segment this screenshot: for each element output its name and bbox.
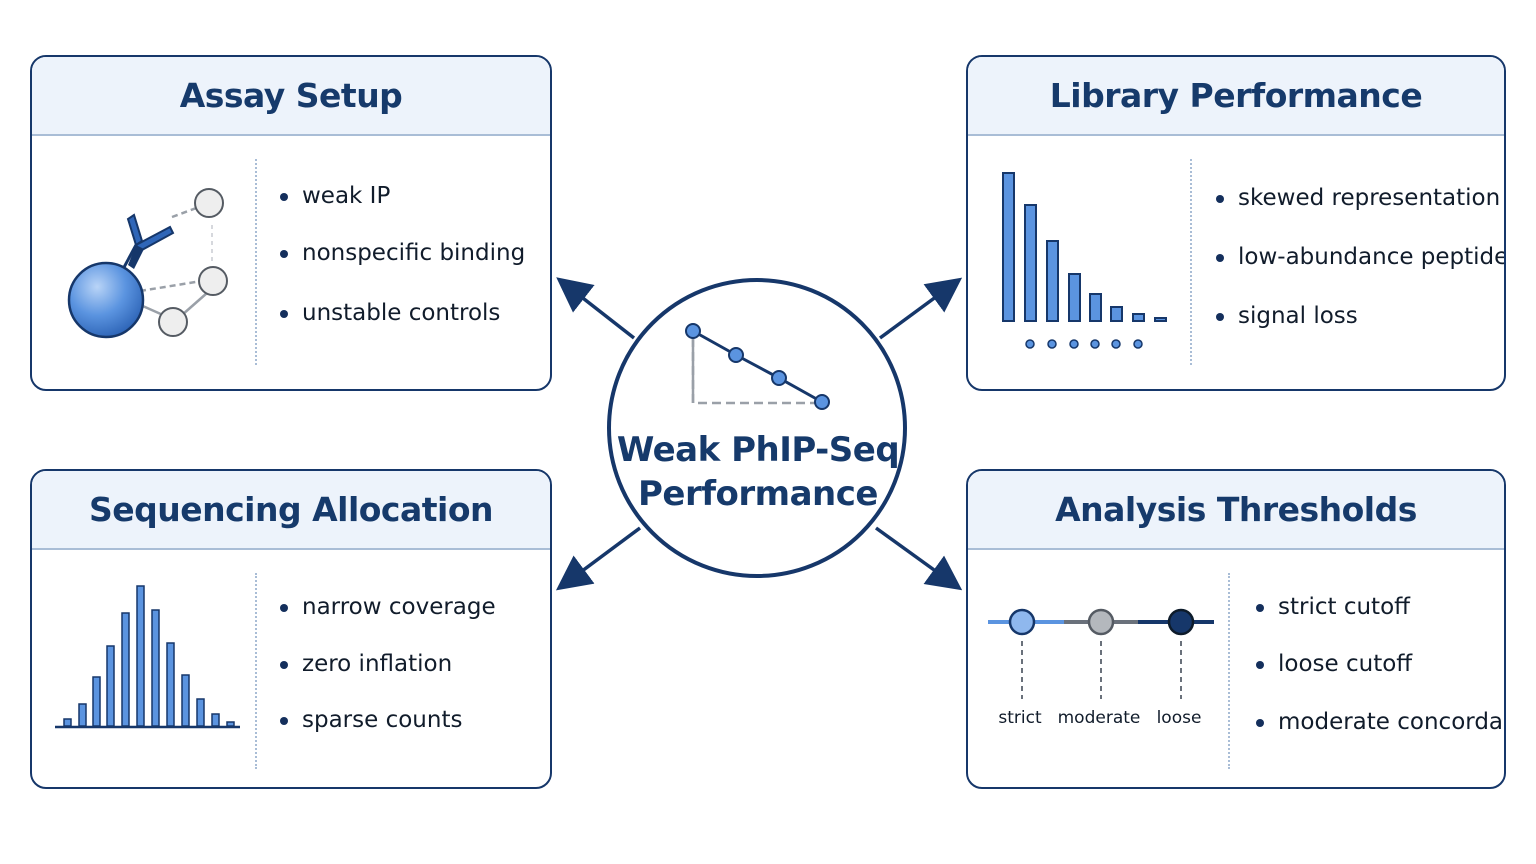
center-title-line1: Weak PhIP-Seq bbox=[616, 430, 900, 470]
bullet-item: low-abundance peptides bbox=[1216, 244, 1504, 270]
bullet-item: weak IP bbox=[280, 183, 390, 209]
decreasing-line-icon bbox=[685, 323, 830, 410]
bullet-item: unstable controls bbox=[280, 300, 500, 326]
bullet-item: moderate concordance bbox=[1256, 709, 1504, 735]
histogram-icon bbox=[55, 585, 240, 729]
bullet-item: nonspecific binding bbox=[280, 240, 525, 266]
panel-header: Assay Setup bbox=[32, 57, 550, 136]
center-hub-circle bbox=[607, 278, 907, 578]
panel-sequencing-allocation: Sequencing Allocation narrow coverage ze… bbox=[30, 469, 552, 789]
panel-library-performance: Library Performance skewed representatio… bbox=[966, 55, 1506, 391]
panel-title: Assay Setup bbox=[179, 76, 403, 115]
arrow-to-sequencing-allocation bbox=[555, 526, 642, 591]
panel-title: Analysis Thresholds bbox=[1055, 490, 1417, 529]
panel-divider bbox=[255, 159, 257, 365]
slider-knob-strict bbox=[1008, 608, 1036, 636]
antibody-bead-icon bbox=[67, 188, 228, 339]
slider-knob-moderate bbox=[1087, 608, 1115, 636]
decreasing-bars-icon bbox=[1002, 172, 1167, 349]
panel-assay-setup: Assay Setup weak IP nonspecific binding … bbox=[30, 55, 552, 391]
slider-label-moderate: moderate bbox=[1057, 708, 1141, 728]
panel-header: Sequencing Allocation bbox=[32, 471, 550, 550]
panel-title: Sequencing Allocation bbox=[88, 490, 494, 529]
bullet-item: skewed representation bbox=[1216, 185, 1500, 211]
center-title: Weak PhIP-Seq Performance bbox=[608, 428, 908, 516]
arrow-to-analysis-thresholds bbox=[874, 526, 963, 591]
panel-title: Library Performance bbox=[1049, 76, 1423, 115]
bullet-item: strict cutoff bbox=[1256, 594, 1410, 620]
slider-label-loose: loose bbox=[1156, 708, 1202, 728]
panel-divider bbox=[1190, 159, 1192, 365]
slider-knob-loose bbox=[1167, 608, 1195, 636]
bullet-item: signal loss bbox=[1216, 303, 1358, 329]
bullet-item: zero inflation bbox=[280, 651, 452, 677]
arrow-to-assay-setup bbox=[556, 277, 636, 340]
panel-header: Analysis Thresholds bbox=[968, 471, 1504, 550]
arrow-to-library-performance bbox=[878, 277, 963, 340]
panel-divider bbox=[1228, 573, 1230, 769]
panel-header: Library Performance bbox=[968, 57, 1504, 136]
center-title-line2: Performance bbox=[638, 474, 878, 514]
bullet-item: narrow coverage bbox=[280, 594, 496, 620]
panel-divider bbox=[255, 573, 257, 769]
panel-analysis-thresholds: Analysis Thresholds strict cutoff loose … bbox=[966, 469, 1506, 789]
slider-icon bbox=[988, 608, 1214, 699]
bullet-item: loose cutoff bbox=[1256, 651, 1412, 677]
bullet-item: sparse counts bbox=[280, 707, 462, 733]
slider-label-strict: strict bbox=[998, 708, 1042, 728]
